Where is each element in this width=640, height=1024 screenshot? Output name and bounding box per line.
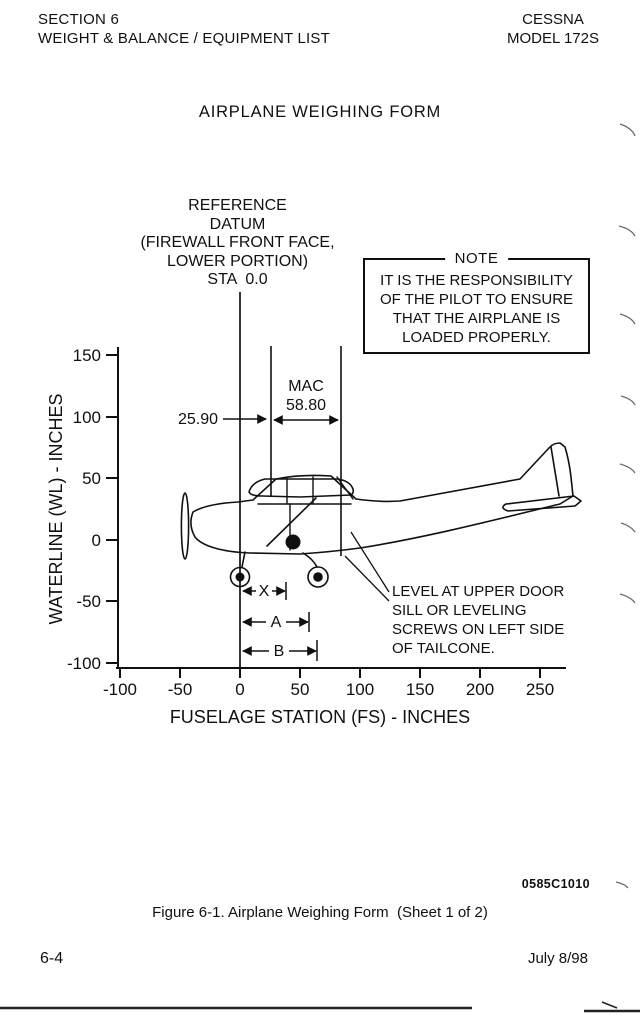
x-tick-150: 150 <box>406 680 434 699</box>
leader-line-tailcone <box>344 555 390 602</box>
x-axis-tick-labels: -100 -50 0 50 100 150 200 250 <box>103 680 554 699</box>
rudder-line <box>550 446 560 497</box>
datum-line-3: (FIREWALL FRONT FACE, <box>140 234 335 251</box>
scan-artifact <box>615 123 636 889</box>
dimension-x: X <box>242 582 287 600</box>
y-axis-tick-labels: 150 100 50 0 -50 -100 <box>67 346 101 673</box>
nose-gear <box>229 551 251 588</box>
note-line-3: THAT THE AIRPLANE IS <box>392 310 561 327</box>
wing-strut <box>266 497 317 547</box>
revision-date: July 8/98 <box>527 950 588 967</box>
page-edge-scan-lines <box>0 1001 640 1013</box>
level-note-line-2: SILL OR LEVELING <box>392 602 527 619</box>
horizontal-stabilizer <box>502 495 582 512</box>
level-note-line-1: LEVEL AT UPPER DOOR <box>392 583 564 600</box>
datum-line-4: LOWER PORTION) <box>166 252 309 270</box>
note-body: IT IS THE RESPONSIBILITY OF THE PILOT TO… <box>365 260 588 347</box>
x-tick-m50: -50 <box>168 680 193 699</box>
leveling-point-dot <box>285 534 301 550</box>
propeller <box>180 492 190 560</box>
note-line-4: LOADED PROPERLY. <box>402 329 551 346</box>
header-right: CESSNA MODEL 172S <box>500 10 606 48</box>
y-tick-m50: -50 <box>76 592 101 611</box>
mac-lines <box>270 346 342 556</box>
datum-offset-dimension: 25.90 <box>178 411 267 428</box>
mac-label: MAC <box>288 378 324 395</box>
y-tick-50: 50 <box>82 469 101 488</box>
dim-x-label: X <box>259 583 270 600</box>
y-tick-100: 100 <box>73 408 101 427</box>
note-line-1: IT IS THE RESPONSIBILITY <box>380 272 573 289</box>
dimension-a: A <box>242 612 310 632</box>
figure-caption: Figure 6-1. Airplane Weighing Form (Shee… <box>152 904 488 921</box>
datum-line-5: STA 0.0 <box>207 271 268 288</box>
page-number: 6-4 <box>40 950 64 967</box>
fuselage-outline <box>190 442 574 555</box>
x-axis-label: FUSELAGE STATION (FS) - INCHES <box>170 707 470 727</box>
x-tick-m100: -100 <box>103 680 137 699</box>
x-tick-0: 0 <box>235 680 244 699</box>
manufacturer-name: CESSNA <box>522 11 584 28</box>
airplane-silhouette <box>180 442 582 588</box>
note-line-2: OF THE PILOT TO ENSURE <box>379 291 574 308</box>
mac-value: 58.80 <box>286 397 326 414</box>
level-note: LEVEL AT UPPER DOOR SILL OR LEVELING SCR… <box>344 531 564 657</box>
dim-b-label: B <box>274 643 285 660</box>
x-tick-50: 50 <box>291 680 310 699</box>
section-title: SECTION 6 <box>38 11 119 28</box>
y-axis-label: WATERLINE (WL) - INCHES <box>46 393 66 624</box>
leader-line-door-sill <box>350 531 390 593</box>
level-note-line-4: OF TAILCONE. <box>392 640 495 657</box>
note-box: NOTE IT IS THE RESPONSIBILITY OF THE PIL… <box>363 250 590 354</box>
cabin-windows <box>257 476 354 551</box>
y-tick-0: 0 <box>92 531 101 550</box>
header-left: SECTION 6 WEIGHT & BALANCE / EQUIPMENT L… <box>38 10 330 48</box>
model-name: MODEL 172S <box>507 30 599 47</box>
x-tick-200: 200 <box>466 680 494 699</box>
x-tick-250: 250 <box>526 680 554 699</box>
datum-line-1: REFERENCE <box>188 197 287 214</box>
section-subtitle: WEIGHT & BALANCE / EQUIPMENT LIST <box>38 30 330 47</box>
x-axis <box>116 667 566 678</box>
reference-datum-label: REFERENCE DATUM (FIREWALL FRONT FACE, LO… <box>90 197 385 290</box>
dim-a-label: A <box>271 614 282 631</box>
x-tick-100: 100 <box>346 680 374 699</box>
mac-dimension: MAC 58.80 <box>273 378 339 425</box>
note-title: NOTE <box>444 250 509 267</box>
wing <box>248 478 355 498</box>
document-code: 0585C1010 <box>521 877 590 891</box>
y-axis <box>106 347 119 668</box>
datum-offset-value: 25.90 <box>178 411 218 428</box>
dimension-b: B <box>242 640 318 661</box>
datum-line-2: DATUM <box>209 215 266 233</box>
main-gear <box>302 552 329 588</box>
page-title: AIRPLANE WEIGHING FORM <box>198 103 442 121</box>
y-tick-150: 150 <box>73 346 101 365</box>
y-tick-m100: -100 <box>67 654 101 673</box>
level-note-line-3: SCREWS ON LEFT SIDE <box>392 621 564 638</box>
